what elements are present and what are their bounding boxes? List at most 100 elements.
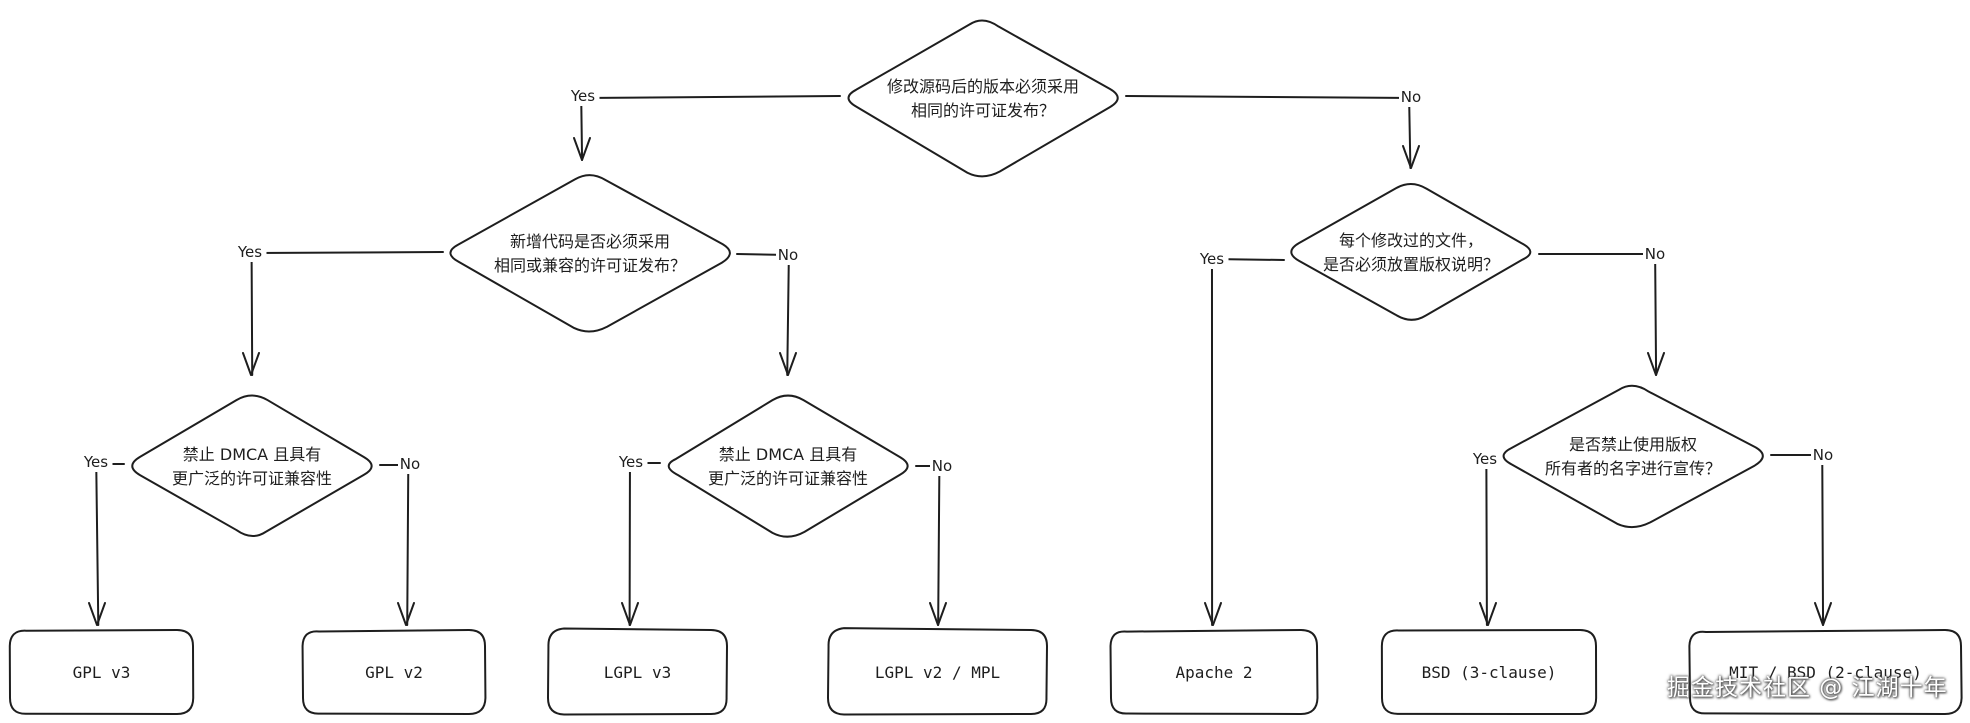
arrowhead: [929, 602, 947, 626]
edge-q_new_code-to-q_dmca_left: [242, 251, 444, 376]
arrowhead: [621, 602, 639, 626]
license-name: GPL v3: [73, 663, 131, 682]
edge-q_root-to-q_file_notice: [1125, 95, 1420, 169]
connector-line: [1485, 458, 1497, 626]
edge-q_file_notice-to-apache2: [1204, 258, 1285, 626]
outcome-gplv3: GPL v3: [8, 629, 195, 715]
connector-line: [915, 465, 941, 626]
outcome-lgplv3: LGPL v3: [547, 627, 728, 716]
edge-label-text: No: [400, 455, 420, 473]
edge-q_file_notice-to-q_owner_name: [1538, 253, 1665, 376]
edge-q_dmca_right-to-lgplv3: [621, 462, 661, 626]
edge-q_dmca_left-to-gplv3: [88, 463, 125, 626]
arrowhead: [1479, 602, 1497, 626]
decision-text-line: 是否禁止使用版权: [1569, 435, 1697, 454]
decision-diamond: [131, 394, 373, 537]
edge-label-text: No: [1813, 446, 1833, 464]
outcome-bsd3: BSD (3-clause): [1380, 629, 1598, 715]
outcome-apache2: Apache 2: [1109, 629, 1319, 715]
edge-q_owner_name-to-bsd3: [1479, 458, 1497, 626]
arrowhead: [1204, 602, 1222, 626]
decision-diamond: [1290, 183, 1532, 321]
edge-label-text: No: [778, 246, 798, 264]
license-name: BSD (3-clause): [1422, 663, 1557, 682]
edge-q_root-to-q_new_code: [573, 95, 841, 161]
outcome-box: [1380, 629, 1598, 715]
outcome-box: [301, 629, 487, 715]
outcome-mit_bsd2: MIT / BSD (2-clause): [1688, 629, 1963, 715]
edge-label-yes: Yes: [1195, 249, 1229, 269]
decision-text-line: 更广泛的许可证兼容性: [708, 469, 868, 488]
connector-line: [628, 462, 661, 626]
arrowhead: [1647, 352, 1665, 376]
decision-text-line: 禁止 DMCA 且具有: [183, 445, 321, 464]
edge-label-text: Yes: [1199, 250, 1224, 268]
edges-layer: [88, 95, 1832, 626]
edge-label-text: No: [1645, 245, 1665, 263]
edge-label-yes: Yes: [566, 86, 600, 106]
edge-label-yes: Yes: [614, 452, 648, 472]
decision-text-line: 是否必须放置版权说明？: [1323, 255, 1499, 274]
edge-label-yes: Yes: [233, 242, 267, 262]
decision-text-line: 更广泛的许可证兼容性: [172, 469, 332, 488]
license-name: LGPL v2 / MPL: [875, 663, 1000, 682]
edge-label-text: Yes: [618, 453, 643, 471]
edge-label-text: No: [1401, 88, 1421, 106]
connector-line: [379, 464, 410, 626]
edge-label-text: Yes: [1472, 450, 1497, 468]
edge-label-no: No: [1811, 445, 1835, 465]
decision-text-line: 每个修改过的文件，: [1339, 231, 1483, 250]
edge-q_owner_name-to-mit_bsd2: [1770, 454, 1832, 626]
edge-q_new_code-to-q_dmca_right: [736, 253, 797, 376]
connector-line: [95, 463, 125, 626]
license-name: MIT / BSD (2-clause): [1729, 663, 1922, 682]
arrowhead: [779, 352, 797, 376]
decision-diamond: [847, 19, 1119, 178]
decision-text-line: 修改源码后的版本必须采用: [887, 77, 1079, 96]
outcome-box: [8, 629, 195, 715]
arrowhead: [1814, 602, 1832, 626]
license-name: GPL v2: [365, 663, 423, 682]
watermark: 掘金技术社区 @ 江湖十年: [1667, 675, 1948, 701]
connector-line: [1770, 454, 1825, 626]
edge-q_dmca_left-to-gplv2: [379, 464, 415, 626]
connector-line: [1210, 258, 1285, 626]
outcome-lgplv2_mpl: LGPL v2 / MPL: [827, 627, 1048, 716]
edge-label-no: No: [776, 245, 800, 265]
edge-label-text: No: [932, 457, 952, 475]
outcome-box: [547, 627, 728, 716]
edge-label-text: Yes: [237, 243, 262, 261]
decision-text-line: 新增代码是否必须采用: [510, 232, 670, 251]
edge-q_dmca_right-to-lgplv2_mpl: [915, 465, 947, 626]
connector-line: [1538, 253, 1658, 376]
arrowhead: [88, 602, 106, 626]
connector-line: [1125, 95, 1412, 169]
decision-text-line: 所有者的名字进行宣传？: [1545, 459, 1721, 478]
edge-label-text: Yes: [570, 87, 595, 105]
decision-diamond: [667, 394, 909, 538]
decision-diamond: [1502, 384, 1764, 529]
edge-label-yes: Yes: [79, 452, 113, 472]
arrowhead: [573, 137, 591, 161]
decision-q_file_notice: 每个修改过的文件， 是否必须放置版权说明？: [1290, 183, 1532, 321]
outcome-box: [1109, 629, 1319, 715]
edge-label-text: Yes: [83, 453, 108, 471]
edge-label-yes: Yes: [1468, 449, 1502, 469]
license-name: LGPL v3: [604, 663, 671, 682]
edge-label-no: No: [398, 454, 422, 474]
decision-text-line: 禁止 DMCA 且具有: [719, 445, 857, 464]
edge-label-no: No: [1643, 244, 1667, 264]
outcome-gplv2: GPL v2: [301, 629, 487, 715]
connector-line: [250, 251, 444, 376]
decision-diamond: [449, 174, 731, 333]
connector-line: [580, 95, 841, 161]
outcome-box: [827, 627, 1048, 716]
